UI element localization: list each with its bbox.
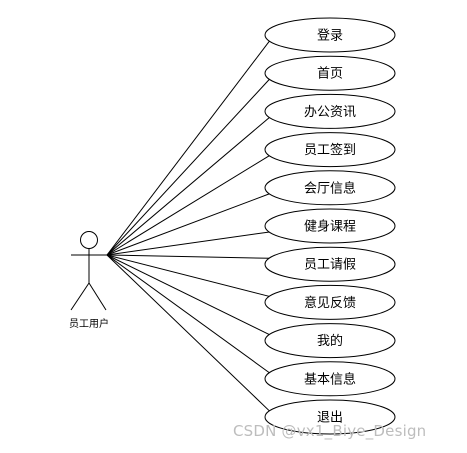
association-line (106, 254, 270, 374)
use-case: 健身课程 (264, 208, 396, 244)
use-case-ellipse (264, 284, 396, 320)
use-case: 员工签到 (264, 132, 396, 168)
use-case-label: 我的 (317, 333, 343, 349)
association-line (106, 254, 270, 412)
association-lines (106, 40, 270, 412)
use-case: 首页 (264, 55, 396, 91)
use-case-ellipse (264, 93, 396, 129)
use-case: 员工请假 (264, 246, 396, 282)
association-line (106, 116, 270, 256)
use-case-label: 登录 (317, 29, 343, 44)
use-case: 办公资讯 (264, 93, 396, 129)
association-line (106, 78, 270, 256)
use-case-label: 会厅信息 (304, 180, 356, 196)
use-case-label: 首页 (317, 67, 343, 82)
use-case: 我的 (264, 323, 396, 359)
association-line (106, 231, 270, 256)
actor-head (80, 231, 98, 249)
association-line (106, 254, 270, 297)
association-line (106, 254, 270, 259)
use-case-ellipse (264, 55, 396, 91)
use-case-ellipse (264, 208, 396, 244)
use-case-label: 办公资讯 (304, 105, 356, 120)
actor-left-leg (70, 282, 90, 311)
association-line (106, 40, 270, 256)
use-case: 登录 (264, 17, 396, 53)
use-case-ellipse (264, 246, 396, 282)
association-line (106, 254, 270, 336)
use-case-ellipse (264, 399, 396, 435)
use-case-ellipse (264, 361, 396, 397)
use-case-ellipse (264, 170, 396, 206)
actor-figure: 员工用户 (69, 231, 109, 330)
use-case-label: 员工请假 (304, 258, 356, 273)
watermark: CSDN @vx1_Biye_Design (233, 422, 427, 440)
use-case-label: 基本信息 (304, 371, 356, 387)
use-case-ellipse (264, 323, 396, 359)
actor-label: 员工用户 (69, 317, 109, 330)
actor-right-leg (88, 282, 107, 311)
association-line (106, 155, 270, 256)
use-case-ellipse (264, 132, 396, 168)
use-case-label: 健身课程 (304, 219, 356, 235)
use-case: 基本信息 (264, 361, 396, 397)
use-case-label: 意见反馈 (304, 295, 356, 311)
use-case-ellipse (264, 17, 396, 53)
use-case: 意见反馈 (264, 284, 396, 320)
use-case: 会厅信息 (264, 170, 396, 206)
use-case-label: 退出 (317, 411, 343, 426)
use-case: 退出 (264, 399, 396, 435)
use-case-label: 员工签到 (304, 142, 356, 158)
association-line (106, 193, 270, 256)
